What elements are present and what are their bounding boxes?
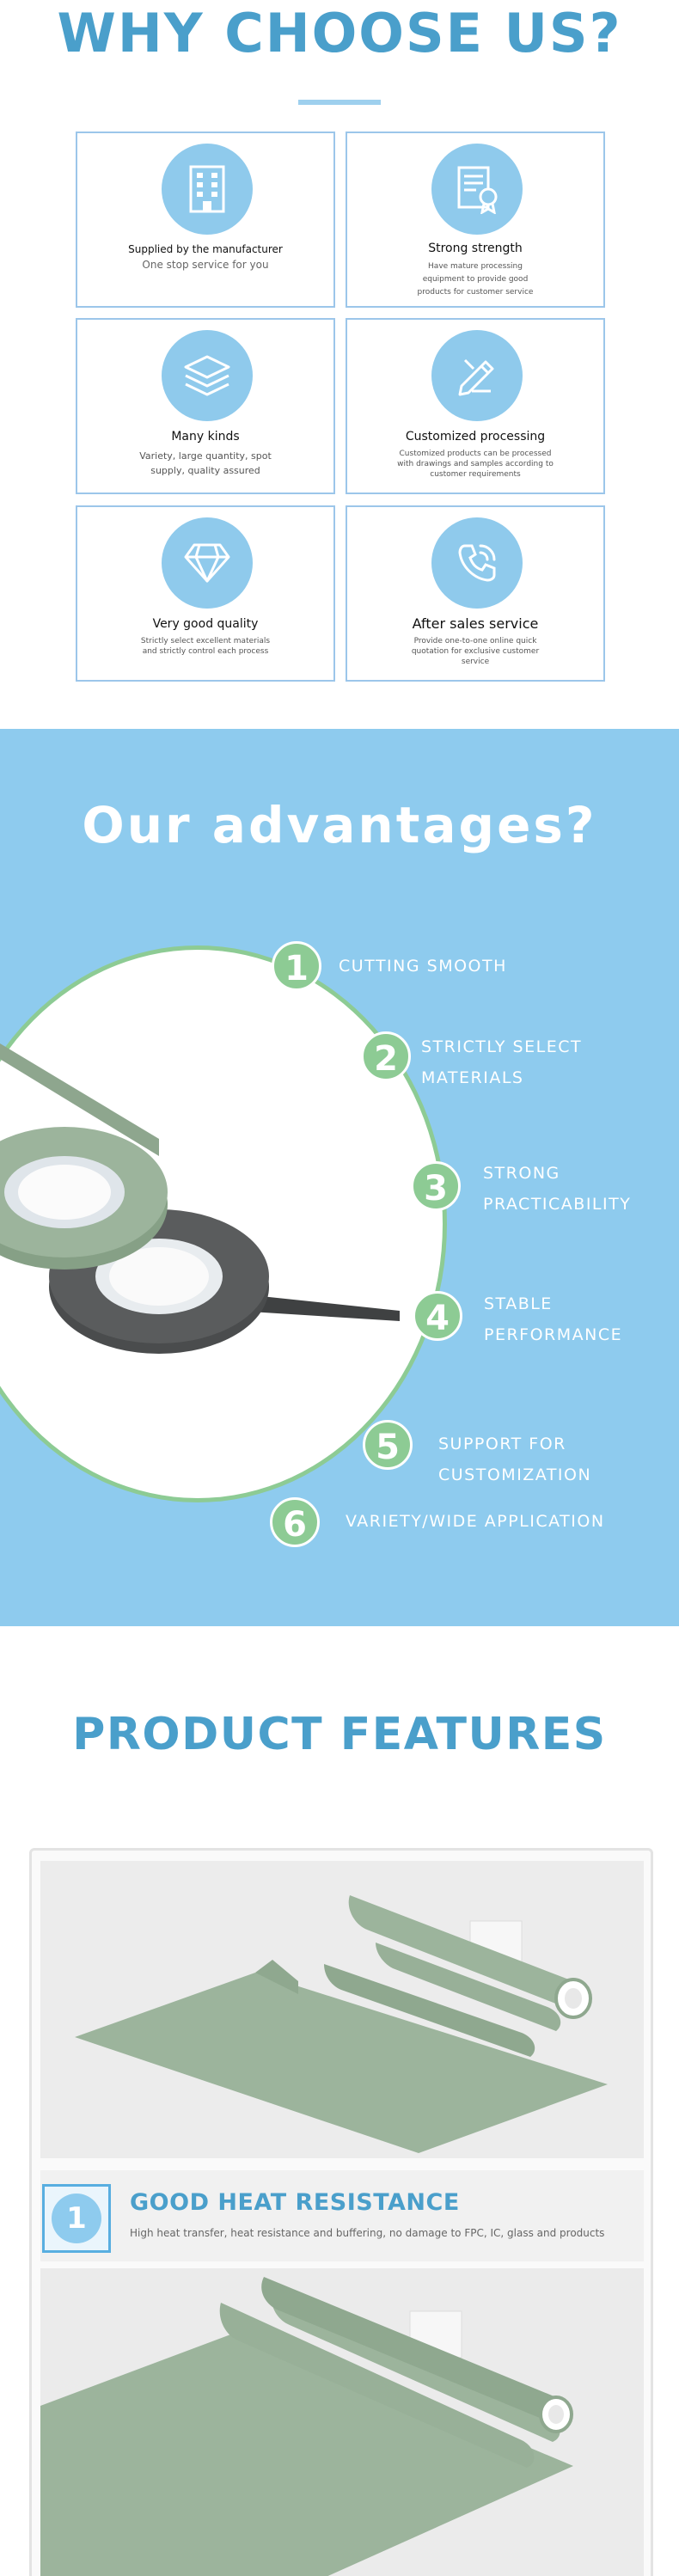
card-many-kinds: Many kinds Variety, large quantity, spot… (76, 318, 335, 494)
product-features-title: PRODUCT FEATURES (72, 1709, 607, 1760)
building-icon (162, 144, 253, 235)
card-manufacturer: Supplied by the manufacturer One stop se… (76, 132, 335, 308)
advantage-label-1: CUTTING SMOOTH (339, 957, 507, 976)
card-strength: Strong strength Have mature processing e… (346, 132, 605, 308)
card-title: Very good quality (152, 617, 259, 631)
card-quality: Very good quality Strictly select excell… (76, 505, 335, 682)
product-photo-1 (40, 1861, 644, 2158)
card-title: Supplied by the manufacturer (128, 243, 283, 255)
why-title: WHY CHOOSE US? (57, 2, 622, 64)
feature-number-badge: 1 (42, 2184, 111, 2253)
feature-row-1: 1 GOOD HEAT RESISTANCE High heat transfe… (40, 2170, 644, 2261)
card-desc: Customized products can be processed wit… (397, 450, 554, 479)
advantages-section: Our advantages? 1 CUTTING SMOOTH 2 STRIC… (0, 729, 679, 1626)
why-choose-us-section: WHY CHOOSE US? Supplied by the manufactu… (0, 0, 679, 729)
card-desc: Strictly select excellent materials and … (140, 637, 271, 656)
card-after-sales: After sales service Provide one-to-one o… (346, 505, 605, 682)
card-title: Customized processing (405, 430, 546, 444)
card-desc: Have mature processing equipment to prov… (417, 262, 534, 297)
card-desc: Variety, large quantity, spot supply, qu… (139, 450, 272, 476)
product-photo-2 (40, 2268, 644, 2576)
advantage-label-4: STABLE PERFORMANCE (484, 1294, 623, 1344)
features-panel: 1 GOOD HEAT RESISTANCE High heat transfe… (29, 1848, 653, 2576)
card-title: Many kinds (171, 430, 240, 444)
advantage-number-1: 1 (272, 941, 321, 991)
card-title: Strong strength (428, 242, 523, 255)
card-desc: Provide one-to-one online quick quotatio… (411, 637, 540, 666)
advantage-label-3: STRONG PRACTICABILITY (483, 1164, 632, 1214)
card-title: After sales service (412, 615, 539, 632)
product-oval-frame (0, 945, 447, 1502)
advantage-label-2: STRICTLY SELECT MATERIALS (421, 1037, 583, 1087)
title-underline (298, 100, 381, 105)
advantages-title: Our advantages? (82, 796, 597, 854)
card-desc: One stop service for you (142, 259, 269, 271)
pencil-ruler-icon (431, 330, 523, 421)
advantage-number-3: 3 (411, 1161, 461, 1211)
phone-icon (431, 517, 523, 609)
advantage-number-4: 4 (413, 1291, 462, 1341)
card-customized: Customized processing Customized product… (346, 318, 605, 494)
advantage-number-2: 2 (361, 1031, 411, 1081)
advantage-label-5: SUPPORT FOR CUSTOMIZATION (438, 1435, 592, 1484)
layers-icon (162, 330, 253, 421)
advantage-number-5: 5 (363, 1420, 413, 1470)
diamond-icon (162, 517, 253, 609)
feature-number: 1 (52, 2194, 101, 2243)
feature-title: GOOD HEAT RESISTANCE (130, 2189, 460, 2216)
certificate-icon (431, 144, 523, 235)
advantage-number-6: 6 (270, 1497, 320, 1547)
advantage-label-6: VARIETY/WIDE APPLICATION (346, 1512, 605, 1531)
feature-desc: High heat transfer, heat resistance and … (130, 2227, 605, 2239)
tape-rolls-illustration (0, 1043, 400, 1354)
